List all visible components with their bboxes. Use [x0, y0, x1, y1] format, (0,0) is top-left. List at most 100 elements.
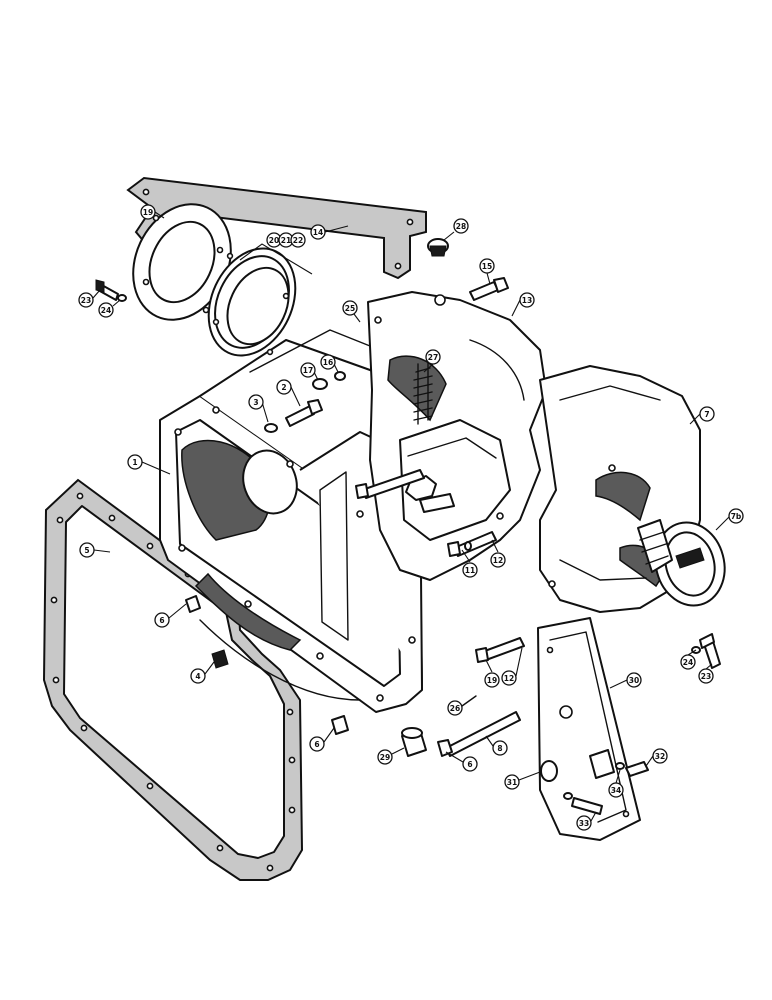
callout-label: 31	[507, 778, 517, 787]
callout-c22: 22	[290, 232, 306, 248]
callout-label: 19	[143, 208, 153, 217]
plug-28	[427, 238, 449, 257]
seal-rings-20-22	[207, 243, 313, 357]
callout-c30: 30	[626, 672, 642, 688]
callout-label: 24	[683, 658, 693, 667]
callout-c24b: 24	[680, 654, 696, 670]
bolt-23-top-left	[95, 279, 127, 302]
callout-c17: 17	[300, 362, 316, 378]
callout-circle	[698, 668, 714, 684]
callout-circle	[652, 748, 668, 764]
callout-circle	[127, 454, 143, 470]
callout-c7b: 7b	[728, 508, 744, 524]
callout-c13: 13	[519, 292, 535, 308]
callout-c34: 34	[608, 782, 624, 798]
bolt-11-12	[447, 531, 497, 557]
callout-label: 30	[629, 676, 639, 685]
callout-circle	[492, 740, 508, 756]
callout-circle	[290, 232, 306, 248]
callout-c4: 4	[190, 668, 206, 684]
callout-circle	[309, 736, 325, 752]
bolt-32	[615, 761, 649, 777]
callout-c19a: 19	[140, 204, 156, 220]
bolt-33	[563, 792, 603, 815]
callout-label: 20	[269, 236, 279, 245]
callout-label: 26	[450, 704, 460, 713]
plug-29	[401, 727, 427, 757]
callout-label: 8	[497, 744, 502, 753]
callout-circle	[248, 394, 264, 410]
callout-label: 28	[456, 222, 466, 231]
callout-c15: 15	[479, 258, 495, 274]
callout-c23b: 23	[698, 668, 714, 684]
callout-c33: 33	[576, 815, 592, 831]
callout-circle	[576, 815, 592, 831]
callout-c32: 32	[652, 748, 668, 764]
callout-circle	[310, 224, 326, 240]
callout-circle	[300, 362, 316, 378]
spring-27	[413, 361, 433, 425]
callout-circle	[447, 700, 463, 716]
callout-c2: 2	[276, 379, 292, 395]
callout-circle	[320, 354, 336, 370]
callout-c29: 29	[377, 749, 393, 765]
callout-label: 14	[313, 228, 323, 237]
callout-circle	[479, 258, 495, 274]
callout-label: 23	[81, 296, 91, 305]
callout-c3: 3	[248, 394, 264, 410]
hub-7b	[637, 519, 726, 607]
callout-c25: 25	[342, 300, 358, 316]
callout-c16: 16	[320, 354, 336, 370]
callout-label: 3	[253, 398, 258, 407]
callout-c5: 5	[79, 542, 95, 558]
plug-6-lower	[331, 715, 349, 735]
callout-circle	[190, 668, 206, 684]
callout-label: 24	[101, 306, 111, 315]
callout-c6b: 6	[309, 736, 325, 752]
callout-c6a: 6	[154, 612, 170, 628]
callout-label: 13	[522, 296, 532, 305]
callout-c20: 20	[266, 232, 282, 248]
bolt-16-17	[312, 371, 346, 390]
callout-c7: 7	[699, 406, 715, 422]
callout-circle	[342, 300, 358, 316]
bolt-23-right	[691, 633, 721, 669]
callout-label: 17	[303, 366, 313, 375]
callout-circle	[79, 542, 95, 558]
callout-circle	[462, 562, 478, 578]
callout-c26: 26	[447, 700, 463, 716]
callout-label: 25	[345, 304, 355, 313]
callout-circle	[484, 672, 500, 688]
callout-label: 7	[704, 410, 709, 419]
bolt-2	[285, 399, 323, 427]
callout-circle	[276, 379, 292, 395]
bolt-8-long	[437, 711, 521, 757]
callout-circle	[78, 292, 94, 308]
plug-6-left	[185, 595, 201, 613]
callout-label: 4	[195, 672, 200, 681]
callout-label: 16	[323, 358, 333, 367]
callout-c14: 14	[310, 224, 326, 240]
callout-c6c: 6	[462, 756, 478, 772]
callout-label: 15	[482, 262, 492, 271]
callout-circle	[490, 552, 506, 568]
callout-label: 2	[281, 383, 286, 392]
callout-label: 33	[579, 819, 589, 828]
callout-label: 21	[281, 236, 291, 245]
leader-lines	[92, 211, 731, 822]
callout-label: 23	[701, 672, 711, 681]
callout-circle	[154, 612, 170, 628]
callout-circle	[98, 302, 114, 318]
center-casting-13	[367, 291, 547, 581]
plug-4	[211, 649, 229, 669]
callout-c19b: 19	[484, 672, 500, 688]
callout-circle	[626, 672, 642, 688]
callout-c12a: 12	[490, 552, 506, 568]
callout-circle	[501, 670, 517, 686]
callout-label: 6	[314, 740, 319, 749]
callout-label: 34	[611, 786, 621, 795]
callout-label: 19	[487, 676, 497, 685]
callout-label: 29	[380, 753, 390, 762]
callout-circle	[699, 406, 715, 422]
